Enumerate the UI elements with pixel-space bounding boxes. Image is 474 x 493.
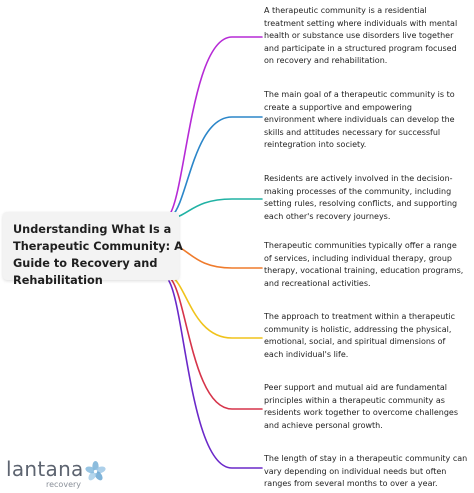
connector-line-7 (168, 280, 263, 469)
connector-line-6 (170, 278, 263, 410)
connector-line-1 (169, 36, 263, 215)
title-card (3, 212, 179, 280)
central-topic-title: Understanding What Is a Therapeutic Comm… (13, 223, 183, 287)
branch-text-2: The main goal of a therapeutic community… (264, 90, 455, 149)
connector-line-3 (172, 198, 263, 219)
logo-wordmark: lantana (6, 457, 84, 481)
branch-text-7: The length of stay in a therapeutic comm… (264, 454, 468, 488)
branch-text-5: The approach to treatment within a thera… (264, 312, 456, 359)
branch-text-6: Peer support and mutual aid are fundamen… (264, 383, 459, 430)
flower-logo-icon (85, 461, 106, 481)
lantana-recovery-logo: lantana recovery (6, 457, 106, 491)
logo-tagline: recovery (46, 480, 82, 489)
branch-text-4: Therapeutic communities typically offer … (264, 241, 464, 288)
branch-text-3: Residents are actively involved in the d… (264, 174, 458, 221)
connector-line-2 (171, 116, 263, 217)
branch-text-1: A therapeutic community is a residential… (264, 6, 458, 65)
